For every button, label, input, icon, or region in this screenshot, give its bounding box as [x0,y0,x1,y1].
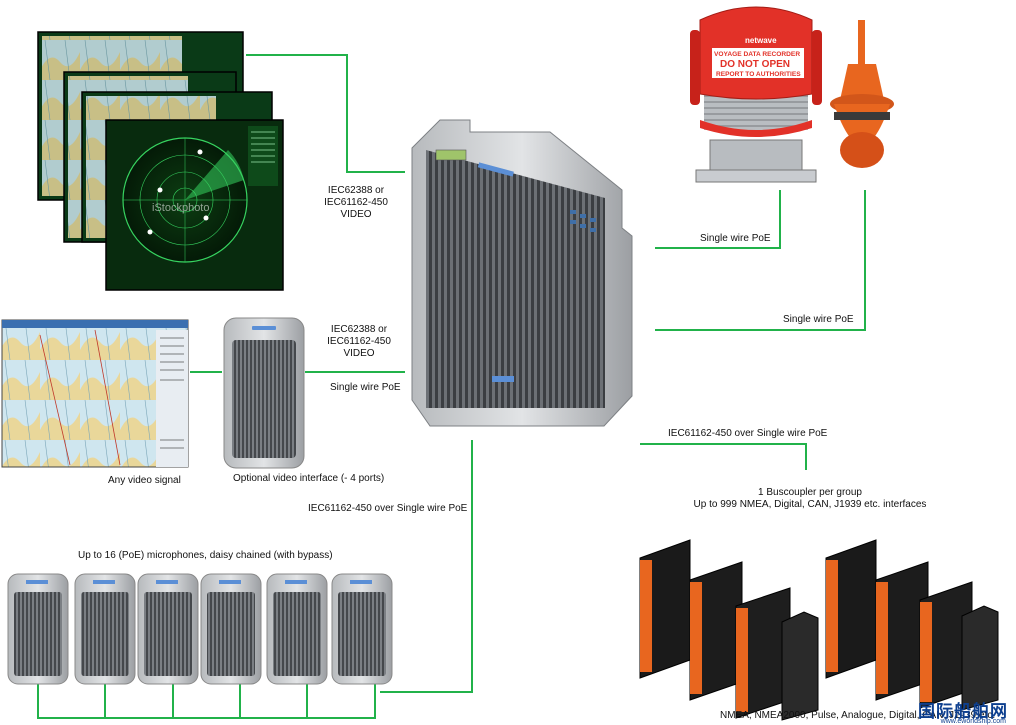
microphone-4 [200,573,262,685]
radar-stock-watermark: iStockphoto [152,202,209,214]
microphones [7,573,393,685]
label-optional-video-interface: Optional video interface (- 4 ports) [233,473,385,484]
site-watermark: 国际船舶网 [918,702,1008,721]
radar-display: iStockphoto [122,126,278,263]
io-modules-group-right [825,539,999,711]
label-poe-float-free: Single wire PoE [783,314,854,325]
io-modules-group-left [639,539,819,721]
float-free-capsule [830,20,894,168]
capsule-line1: VOYAGE DATA RECORDER [714,51,800,58]
label-video-mid: IEC62388 or IEC61162-450 VIDEO [327,324,391,359]
capsule-line3: REPORT TO AUTHORITIES [716,71,801,78]
site-watermark-url: www.eworldship.com [940,718,1006,725]
microphone-1 [7,573,69,685]
label-microphones: Up to 16 (PoE) microphones, daisy chaine… [78,550,333,561]
video-interface-device [223,317,305,469]
label-any-video-signal: Any video signal [108,475,181,486]
capsule-brand: netwave [745,36,777,45]
video-signal-screen [1,319,189,468]
microphone-3 [137,573,199,685]
link-mic-daisy-chain [37,684,376,719]
vdr-main-unit [411,119,633,427]
radar-ecdis-monitors: iStockphoto [37,31,284,291]
label-bus-link: IEC61162-450 over Single wire PoE [668,428,828,439]
vdr-capsule: netwave VOYAGE DATA RECORDER DO NOT OPEN… [690,6,822,183]
label-bottom-interfaces: NMEA, NMEA2000, Pulse, Analogue, Digital… [720,710,996,721]
label-poe-vdr-capsule: Single wire PoE [700,233,771,244]
label-video-top: IEC62388 or IEC61162-450 VIDEO [324,185,388,220]
vdr-status-leds [570,210,596,232]
label-poe-video-interface: Single wire PoE [330,382,401,393]
link-vdr-to-float-free [655,190,866,331]
link-lines [37,54,866,719]
capsule-line2: DO NOT OPEN [720,59,790,70]
link-monitors-to-vdr [246,54,405,173]
microphone-6 [331,573,393,685]
microphone-2 [74,573,136,685]
link-vdr-to-capsule [655,190,781,249]
link-mics-to-vdr [380,440,473,693]
label-mic-link: IEC61162-450 over Single wire PoE [308,503,468,514]
microphone-5 [266,573,328,685]
link-vdr-to-buscoupler [640,443,807,470]
label-buscoupler: 1 Buscoupler per group Up to 999 NMEA, D… [693,487,927,510]
